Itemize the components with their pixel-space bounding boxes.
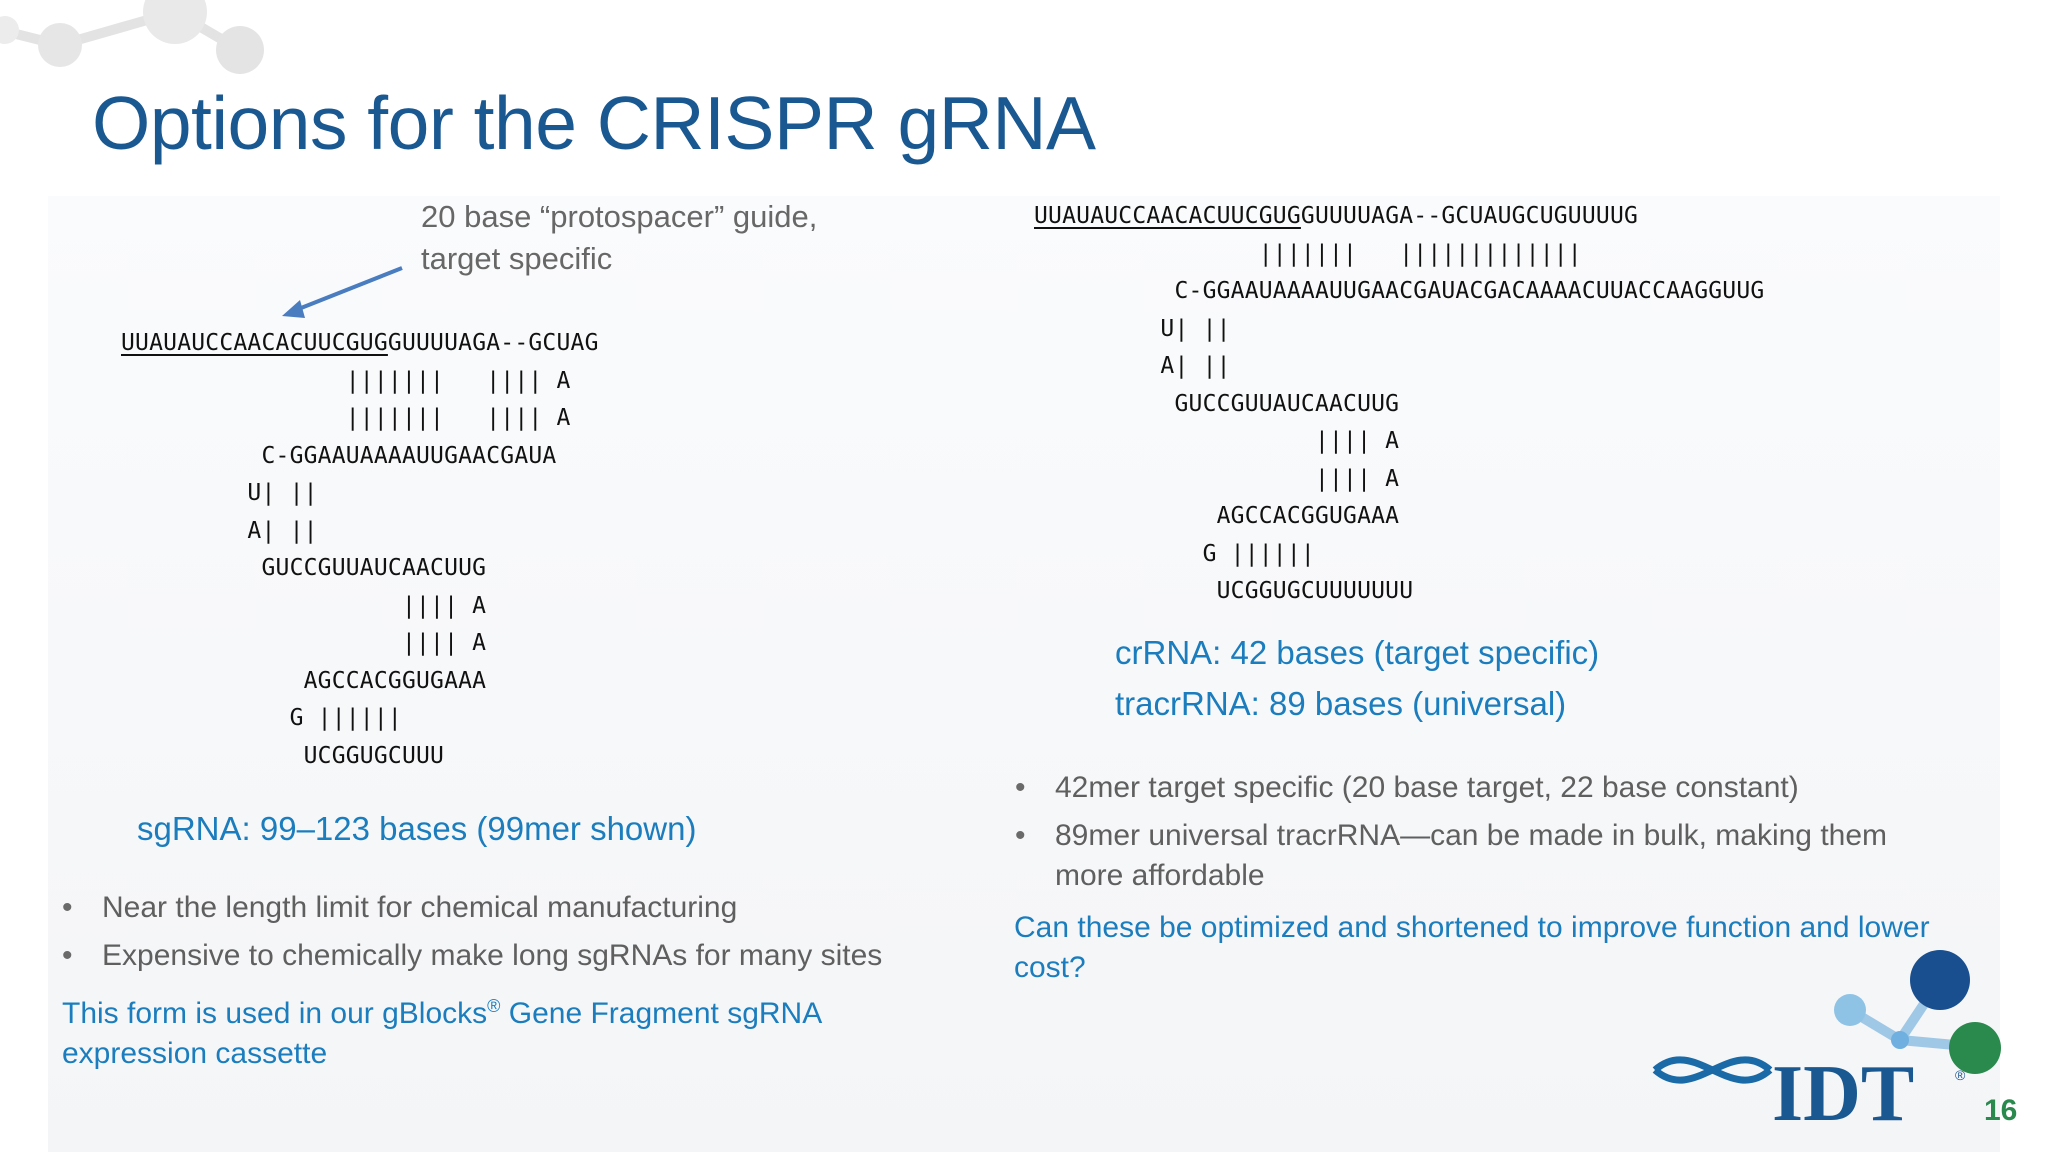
gblocks-note: This form is used in our gBlocks® Gene F… — [62, 986, 942, 1074]
structure-line: A| || — [1034, 353, 1231, 379]
structure-line: ||||||| |||| A — [121, 367, 571, 394]
molecule-decoration — [0, 0, 264, 74]
structure-line: |||| A — [121, 592, 487, 619]
structure-line: UCGGUGCUUUUUUU — [1034, 578, 1414, 604]
structure-line: AGCCACGGUGAAA — [121, 667, 487, 694]
structure-line: G |||||| — [121, 705, 402, 731]
structure-line: |||| A — [1034, 428, 1400, 454]
structure-line: U| || — [1034, 315, 1231, 342]
structure-line: U| || — [121, 480, 318, 506]
sgrna-structure: UUAUAUCCAACACUUCGUGGUUUUAGA--GCUAG |||||… — [121, 325, 599, 775]
crrna-label: crRNA: 42 bases (target specific) — [1115, 634, 1600, 671]
crrna-structure-lines: ||||||| ||||||||||||| C-GGAAUAAAAUUGAACG… — [1034, 241, 1764, 605]
structure-line: GUCCGUUAUCAACUUG — [1034, 390, 1400, 417]
page-title: Options for the CRISPR gRNA — [92, 81, 1096, 165]
sgrna-bullet-list: Near the length limit for chemical manuf… — [62, 888, 962, 984]
structure-line: ||||||| |||| A — [121, 405, 571, 431]
structure-line: GUCCGUUAUCAACUUG — [121, 555, 487, 581]
structure-line: AGCCACGGUGAAA — [1034, 503, 1400, 529]
structure-line: G |||||| — [1034, 540, 1315, 567]
structure-line: ||||||| ||||||||||||| — [1034, 240, 1582, 267]
structure-line: C-GGAAUAAAAUUGAACGAUA — [121, 442, 557, 469]
sgrna-seq-head-rest: GUUUUAGA--GCUAG — [387, 330, 599, 356]
structure-line: |||| A — [121, 630, 487, 656]
crrna-bullet-list: 42mer target specific (20 base target, 2… — [1015, 768, 1915, 904]
page-number: 16 — [1984, 1094, 2018, 1127]
idt-logo-reg: ® — [1955, 1067, 1966, 1083]
crrna-tracrrna-structure: UUAUAUCCAACACUUCGUGGUUUUAGA--GCUAUGCUGUU… — [1034, 198, 1764, 611]
structure-line: UCGGUGCUUU — [121, 742, 445, 769]
crrna-bullet: 89mer universal tracrRNA—can be made in … — [1015, 816, 1915, 896]
sgrna-bullet: Expensive to chemically make long sgRNAs… — [62, 936, 962, 976]
protospacer-callout: 20 base “protospacer” guide, target spec… — [421, 196, 941, 280]
structure-line: A| || — [121, 517, 318, 544]
crrna-protospacer: UUAUAUCCAACACUUCGUG — [1034, 203, 1301, 229]
crrna-bullet: 42mer target specific (20 base target, 2… — [1015, 768, 1915, 808]
sgrna-label: sgRNA: 99–123 bases (99mer shown) — [137, 810, 697, 847]
crrna-seq-head-rest: GUUUUAGA--GCUAUGCUGUUUUG — [1300, 203, 1639, 229]
sgrna-structure-lines: ||||||| |||| A ||||||| |||| A C-GGAAUAAA… — [121, 368, 571, 769]
callout-line-2: target specific — [421, 241, 613, 276]
idt-logo-text: IDT — [1772, 1050, 1914, 1138]
callout-arrow — [282, 266, 403, 318]
gblocks-note-suffix: Gene Fragment sgRNA expression cassette — [62, 997, 821, 1070]
structure-line: |||| A — [1034, 465, 1400, 492]
registered-mark: ® — [487, 996, 501, 1016]
slide-background — [48, 196, 2000, 1152]
gblocks-note-prefix: This form is used in our gBlocks — [62, 997, 488, 1030]
tracrrna-label: tracrRNA: 89 bases (universal) — [1115, 685, 1567, 722]
sgrna-bullet: Near the length limit for chemical manuf… — [62, 888, 962, 928]
structure-line: C-GGAAUAAAAUUGAACGAUACGACAAAACUUACCAAGGU… — [1034, 278, 1765, 304]
optimization-question: Can these be optimized and shortened to … — [1014, 911, 1930, 984]
idt-logo: IDT ® — [1652, 950, 2001, 1138]
sgrna-protospacer: UUAUAUCCAACACUUCGUG — [121, 330, 388, 356]
callout-line-1: 20 base “protospacer” guide, — [421, 199, 818, 234]
